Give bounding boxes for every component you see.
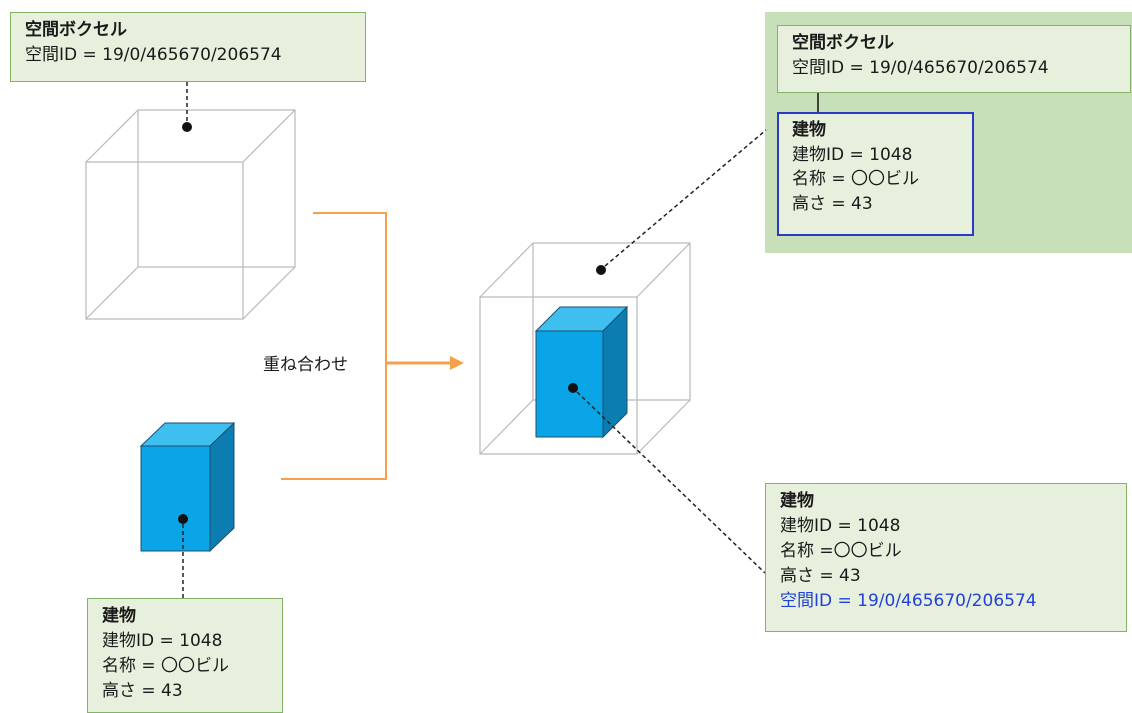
linked-building-id: 建物ID = 1048: [780, 516, 901, 536]
voxel-to-panel-line: [604, 129, 767, 267]
linked-building-name: 名称 =〇〇ビル: [780, 541, 902, 561]
voxel-cube-wireframe: [85, 109, 296, 320]
result-voxel-box: 空間ボクセル 空間ID = 19/0/465670/206574: [777, 25, 1131, 93]
building-info-title: 建物: [102, 606, 136, 626]
linked-building-box: 建物 建物ID = 1048 名称 =〇〇ビル 高さ = 43 空間ID = 1…: [765, 483, 1127, 632]
building-info-box: 建物 建物ID = 1048 名称 = 〇〇ビル 高さ = 43: [87, 598, 283, 713]
building-block: [139, 421, 236, 553]
merge-arrow: [281, 212, 452, 480]
linked-space-id: 空間ID = 19/0/465670/206574: [780, 591, 1037, 611]
combined-cube-wireframe: [479, 242, 691, 455]
voxel-space-id: 空間ID = 19/0/465670/206574: [25, 45, 282, 65]
result-building-id: 建物ID = 1048: [792, 144, 913, 165]
result-building-box: 建物 建物ID = 1048 名称 = 〇〇ビル 高さ = 43: [777, 112, 974, 236]
combined-voxel-dot: [596, 265, 606, 275]
merge-arrowhead: [450, 356, 464, 370]
combined-building-dot: [568, 383, 578, 393]
result-voxel-title: 空間ボクセル: [792, 33, 894, 53]
building-anchor-dot: [178, 514, 188, 524]
result-building-name: 名称 = 〇〇ビル: [792, 169, 920, 189]
result-building-height: 高さ = 43: [792, 193, 873, 214]
building-name: 名称 = 〇〇ビル: [102, 656, 230, 676]
overlay-label: 重ね合わせ: [263, 355, 348, 375]
voxel-anchor-dot: [182, 122, 192, 132]
voxel-info-title: 空間ボクセル: [25, 20, 127, 40]
linked-building-height: 高さ = 43: [780, 566, 861, 586]
voxel-info-box: 空間ボクセル 空間ID = 19/0/465670/206574: [10, 12, 366, 82]
building-height: 高さ = 43: [102, 681, 183, 701]
result-voxel-space-id: 空間ID = 19/0/465670/206574: [792, 58, 1049, 78]
combined-building-block: [534, 305, 629, 439]
building-to-linked-box-line: [576, 391, 766, 574]
linked-building-title: 建物: [780, 491, 814, 511]
result-building-title: 建物: [792, 120, 826, 140]
building-id: 建物ID = 1048: [102, 631, 223, 651]
